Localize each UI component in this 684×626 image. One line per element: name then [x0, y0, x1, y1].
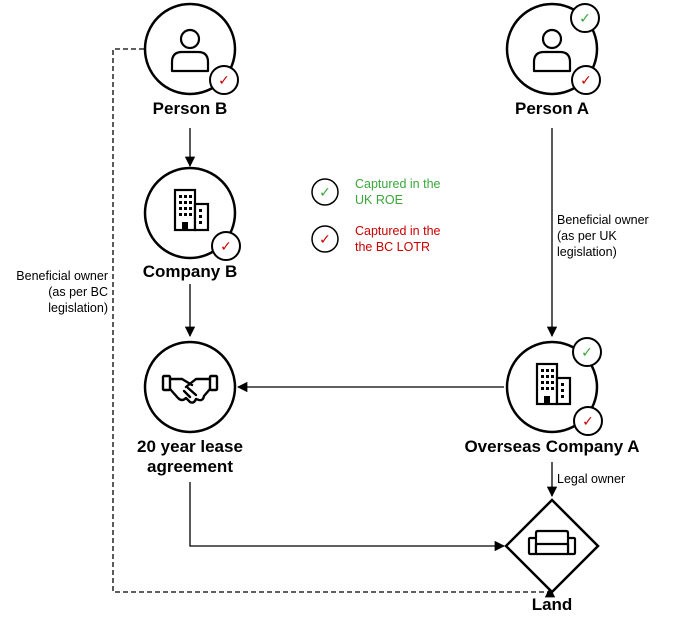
svg-text:✓: ✓: [579, 11, 591, 27]
svg-text:✓: ✓: [582, 414, 594, 430]
building-icon: [535, 362, 572, 406]
uk-roe-badge: ✓: [572, 337, 602, 367]
person-icon: [532, 28, 572, 73]
bc-beneficial-label-2: (as per BC: [48, 285, 108, 299]
svg-text:✓: ✓: [581, 345, 593, 361]
bc-beneficial-label-1: Beneficial owner: [16, 269, 108, 283]
node-person-b: ✓ Person B: [143, 2, 239, 118]
land-label: Land: [532, 595, 573, 614]
person-b-label: Person B: [153, 99, 228, 118]
person-icon: [170, 28, 210, 73]
legend-uk-roe: ✓ Captured in the UK ROE: [311, 177, 441, 207]
edges: [112, 48, 558, 598]
uk-beneficial-label-1: Beneficial owner: [557, 213, 649, 227]
bc-lotr-badge: ✓: [573, 406, 603, 436]
person-a-label: Person A: [515, 99, 589, 118]
bc-lotr-badge: ✓: [209, 65, 239, 95]
node-person-a: ✓ ✓ Person A: [505, 2, 601, 118]
uk-beneficial-label-3: legislation): [557, 245, 617, 259]
overseas-company-a-label: Overseas Company A: [464, 437, 639, 456]
handshake-icon: [161, 374, 219, 404]
svg-text:✓: ✓: [580, 73, 592, 89]
node-land: Land: [504, 498, 600, 614]
bc-lotr-badge: ✓: [211, 231, 241, 261]
sofa-icon: [527, 529, 577, 556]
node-overseas-company-a: ✓ ✓ Overseas Company A: [464, 337, 640, 456]
bc-lotr-badge: ✓: [571, 65, 601, 95]
svg-text:✓: ✓: [218, 73, 230, 89]
legend: ✓ Captured in the UK ROE ✓ Captured in t…: [311, 177, 441, 254]
edge-lease-land: [189, 482, 506, 552]
uk-roe-badge: ✓: [570, 3, 600, 33]
svg-text:✓: ✓: [319, 185, 331, 201]
legal-owner-label: Legal owner: [557, 472, 625, 486]
node-company-b: ✓ Company B: [143, 166, 241, 281]
svg-text:✓: ✓: [319, 232, 331, 248]
company-b-label: Company B: [143, 262, 237, 281]
edge-personb-land-dashed: [112, 48, 556, 598]
lease-label-line2: agreement: [147, 457, 233, 476]
lease-label-line1: 20 year lease: [137, 437, 243, 456]
uk-beneficial-label-2: (as per UK: [557, 229, 617, 243]
legend-uk-roe-line1: Captured in the: [355, 177, 441, 191]
legend-bc-lotr-line1: Captured in the: [355, 224, 441, 238]
building-icon: [173, 188, 210, 232]
edge-labels: Beneficial owner (as per UK legislation)…: [16, 213, 648, 486]
node-lease-agreement: 20 year lease agreement: [137, 340, 243, 476]
legend-bc-lotr: ✓ Captured in the the BC LOTR: [311, 224, 441, 254]
legend-bc-lotr-line2: the BC LOTR: [355, 240, 430, 254]
svg-text:✓: ✓: [220, 239, 232, 255]
bc-beneficial-label-3: legislation): [48, 301, 108, 315]
legend-uk-roe-line2: UK ROE: [355, 193, 403, 207]
